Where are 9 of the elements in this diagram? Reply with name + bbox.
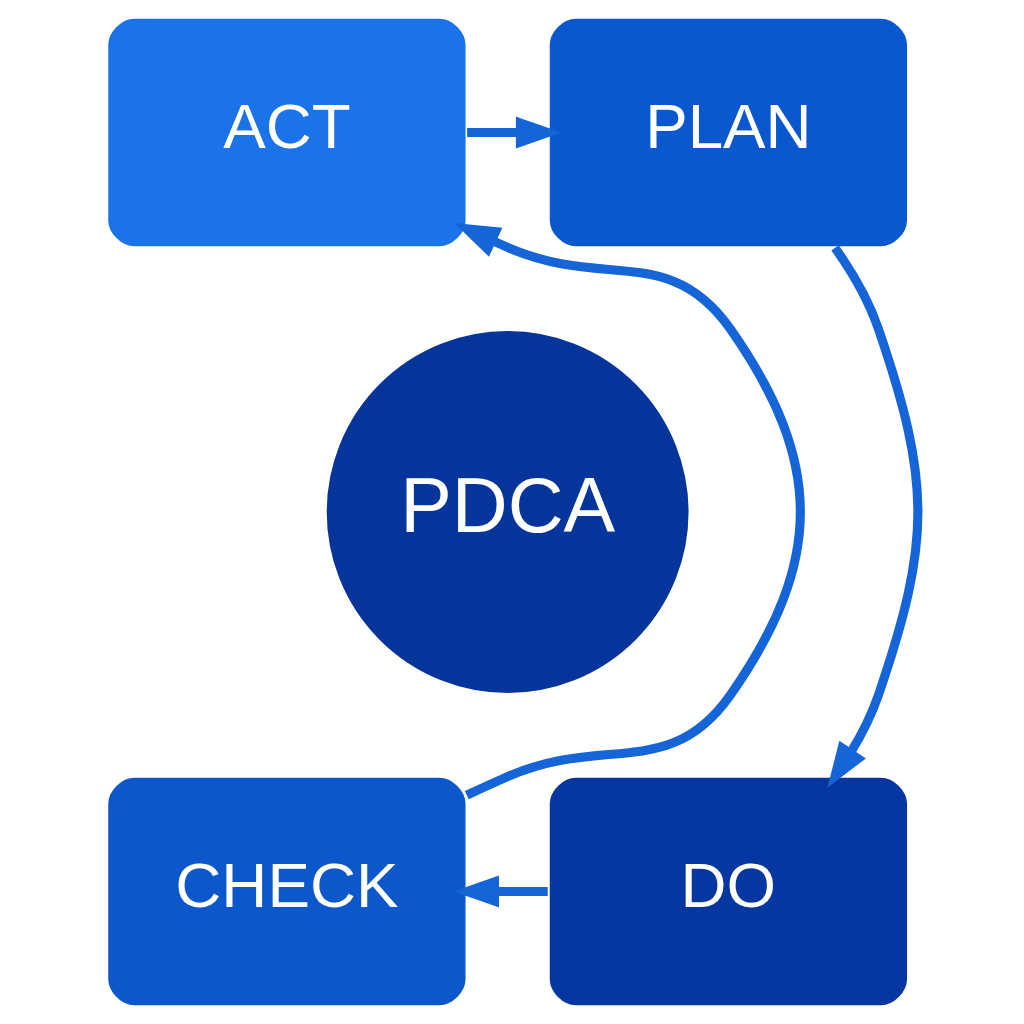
node-box: ACT (105, 16, 468, 249)
arrow (826, 245, 922, 788)
node-box: CHECK (105, 775, 468, 1008)
arrow (453, 223, 805, 800)
arrow (452, 875, 548, 908)
node-circle: PDCA (323, 328, 691, 696)
node-box: DO (546, 775, 909, 1008)
arrow (466, 116, 561, 149)
node-box: PLAN (546, 16, 909, 249)
